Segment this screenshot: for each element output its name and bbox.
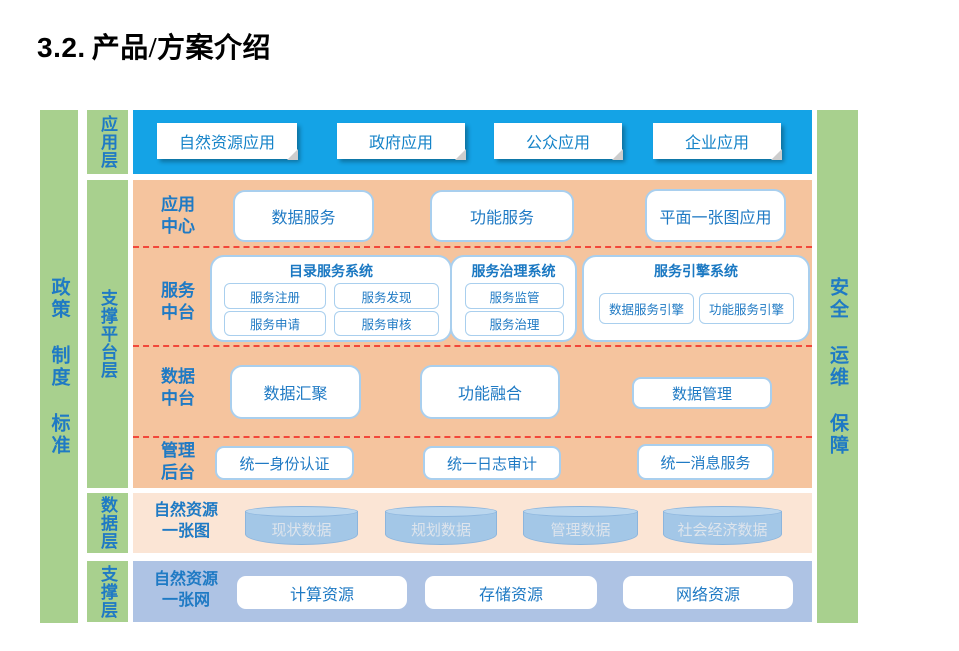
data-center-row-label: 数据 中台 [161, 367, 195, 409]
app-button-public: 公众应用 [494, 123, 623, 160]
cylinder-top [245, 506, 358, 517]
divider-1 [133, 246, 812, 248]
admin-row-label: 管理 后台 [161, 441, 195, 483]
app-button-enterprise: 企业应用 [653, 123, 782, 160]
storage-resource-button: 存储资源 [425, 576, 597, 609]
cylinder-body [663, 511, 782, 545]
app-center-row-label: 应用 中心 [161, 195, 195, 237]
support-layer-label-text: 支撑层 [98, 564, 117, 619]
unified-log-audit-button: 统一日志审计 [423, 446, 561, 480]
data-layer-label-text: 数据层 [98, 496, 117, 550]
service-register-button: 服务注册 [224, 283, 326, 309]
catalog-service-group: 目录服务系统 服务注册 服务发现 服务申请 服务审核 [210, 255, 452, 342]
service-governance-button: 服务治理 [465, 311, 564, 336]
unified-identity-button: 统一身份认证 [215, 446, 354, 480]
service-row-label: 服务 中台 [161, 281, 195, 323]
cylinder-label: 管理数据 [550, 522, 611, 539]
service-supervision-button: 服务监管 [465, 283, 564, 309]
function-service-engine-button: 功能服务引擎 [699, 293, 794, 324]
right-pillar: 安全 运维 保障 [817, 110, 858, 623]
catalog-service-group-title: 目录服务系统 [289, 263, 373, 279]
compute-resource-button: 计算资源 [237, 576, 407, 609]
divider-3 [133, 436, 812, 438]
cylinder-top [385, 506, 497, 517]
planning-data-cylinder: 规划数据 [385, 506, 497, 545]
section-number: 3.2. [37, 32, 86, 63]
app-button-government: 政府应用 [337, 123, 466, 160]
divider-2 [133, 345, 812, 347]
current-data-cylinder: 现状数据 [245, 506, 358, 545]
platform-layer-box: 应用 中心 数据服务 功能服务 平面一张图应用 服务 中台 目录服务系统 服务注… [133, 180, 812, 488]
one-network-title: 自然资源 一张网 [153, 571, 218, 609]
data-management-button: 数据管理 [632, 377, 772, 409]
section-title: 3.2.产品/方案介绍 [37, 26, 271, 66]
cylinder-top [523, 506, 638, 517]
socioeconomic-data-cylinder: 社会经济数据 [663, 506, 782, 545]
platform-layer-label: 支撑平台层 [87, 180, 128, 488]
function-fusion-button: 功能融合 [420, 365, 560, 419]
service-governance-group: 服务治理系统 服务监管 服务治理 [450, 255, 577, 342]
service-discovery-button: 服务发现 [334, 283, 439, 309]
cylinder-label: 现状数据 [271, 522, 332, 539]
left-pillar: 政策 制度 标准 [40, 110, 78, 623]
right-pillar-label: 安全 运维 保障 [827, 276, 848, 457]
service-review-button: 服务审核 [334, 311, 439, 336]
data-aggregation-button: 数据汇聚 [230, 365, 361, 419]
cylinder-top [663, 506, 782, 517]
app-layer-box: 自然资源应用 政府应用 公众应用 企业应用 [133, 110, 812, 174]
app-button-natural-resources: 自然资源应用 [157, 123, 298, 160]
support-layer-label: 支撑层 [87, 561, 128, 622]
service-governance-group-title: 服务治理系统 [471, 263, 556, 279]
cylinder-label: 社会经济数据 [677, 522, 768, 539]
one-map-title: 自然资源 一张图 [153, 502, 218, 540]
data-service-button: 数据服务 [233, 190, 374, 242]
data-service-engine-button: 数据服务引擎 [599, 293, 694, 324]
platform-layer-label-text: 支撑平台层 [98, 289, 117, 379]
management-data-cylinder: 管理数据 [523, 506, 638, 545]
network-resource-button: 网络资源 [623, 576, 793, 609]
one-map-app-button: 平面一张图应用 [645, 189, 786, 242]
app-layer-label-text: 应用层 [98, 115, 117, 169]
service-engine-group-title: 服务引擎系统 [654, 263, 738, 279]
data-layer-label: 数据层 [87, 493, 128, 553]
service-engine-group: 服务引擎系统 数据服务引擎 功能服务引擎 [582, 255, 810, 342]
cylinder-label: 规划数据 [410, 522, 471, 539]
section-title-text: 产品/方案介绍 [91, 33, 271, 64]
support-layer-box: 自然资源 一张网 计算资源 存储资源 网络资源 [133, 561, 812, 622]
function-service-button: 功能服务 [430, 190, 574, 242]
unified-message-button: 统一消息服务 [637, 444, 774, 480]
service-apply-button: 服务申请 [224, 311, 326, 336]
data-layer-box: 自然资源 一张图 现状数据 规划数据 管理数据 社会经济数据 [133, 493, 812, 553]
left-pillar-label: 政策 制度 标准 [48, 276, 70, 457]
app-layer-label: 应用层 [87, 110, 128, 174]
